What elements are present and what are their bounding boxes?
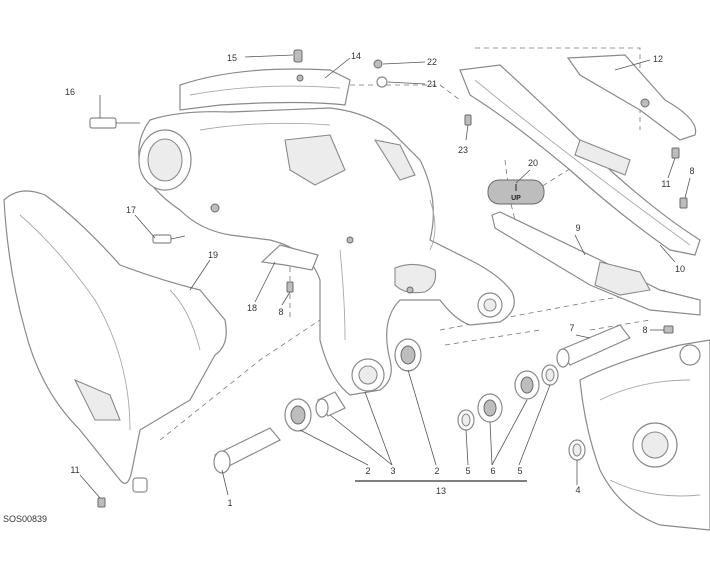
bracket-18 xyxy=(260,244,319,271)
bolt-11a xyxy=(671,147,680,159)
chain-guard-upper xyxy=(179,68,351,111)
callout-15: 15 xyxy=(227,53,237,63)
fasteners xyxy=(89,49,688,508)
callout-23: 23 xyxy=(458,145,468,155)
callout-14: 14 xyxy=(351,51,361,61)
bearing-6a xyxy=(477,393,503,423)
callout-11-b: 11 xyxy=(70,465,79,475)
callout-22: 22 xyxy=(427,57,437,67)
leader-lines xyxy=(79,54,691,499)
pivot-shaft xyxy=(556,324,631,368)
seal-5a xyxy=(457,409,475,431)
callout-12: 12 xyxy=(653,54,663,64)
bearing-2b xyxy=(394,338,422,372)
callout-3: 3 xyxy=(390,466,395,476)
callout-8-c: 8 xyxy=(642,325,647,335)
callout-5-b: 5 xyxy=(517,466,522,476)
bolt-8c xyxy=(663,325,674,334)
callout-21: 21 xyxy=(427,79,437,89)
callout-19: 19 xyxy=(208,250,218,260)
callout-2-b: 2 xyxy=(434,466,439,476)
callout-11-a: 11 xyxy=(661,179,670,189)
bearings-group xyxy=(213,338,586,474)
diagram-code: SOS00839 xyxy=(3,514,47,524)
swingarm xyxy=(138,107,515,396)
frame-casting xyxy=(579,339,710,531)
callout-4: 4 xyxy=(575,485,580,495)
callout-20: 20 xyxy=(528,158,538,168)
callout-17: 17 xyxy=(126,205,136,215)
bearing-6b xyxy=(514,370,540,400)
callout-6: 6 xyxy=(490,466,495,476)
callout-1: 1 xyxy=(227,498,232,508)
shaft-part-1 xyxy=(213,427,281,474)
spacer-4 xyxy=(568,439,586,461)
bolt-17 xyxy=(152,234,186,244)
callout-13: 13 xyxy=(436,486,446,496)
nut-22 xyxy=(373,59,383,69)
callout-8-b: 8 xyxy=(689,166,694,176)
callout-16: 16 xyxy=(65,87,75,97)
cover-plate xyxy=(566,54,697,141)
callout-labels: 15 14 22 21 16 17 19 18 8 23 20 12 11 8 … xyxy=(65,51,695,508)
grommet-up-label: UP xyxy=(511,195,521,202)
up-grommet: UP xyxy=(487,179,545,205)
callout-10: 10 xyxy=(675,264,685,274)
callout-5-a: 5 xyxy=(465,466,470,476)
callout-2-a: 2 xyxy=(365,466,370,476)
bolt-11b xyxy=(97,497,106,508)
bolt-16 xyxy=(89,117,140,129)
bearing-2a xyxy=(284,398,312,432)
bolt-23 xyxy=(464,114,472,126)
bolt-8a xyxy=(679,197,688,209)
bolt-8b xyxy=(286,281,294,293)
bolt-15 xyxy=(293,49,303,63)
chain-slider xyxy=(459,64,701,256)
chain-bracket xyxy=(491,211,701,316)
seal-5b xyxy=(541,364,559,386)
callout-9: 9 xyxy=(575,223,580,233)
callout-18: 18 xyxy=(247,303,257,313)
spacer-3 xyxy=(315,391,346,418)
rear-mudguard xyxy=(3,190,227,493)
callout-8-a: 8 xyxy=(278,307,283,317)
callout-7: 7 xyxy=(569,323,574,333)
nut-21 xyxy=(376,76,388,88)
